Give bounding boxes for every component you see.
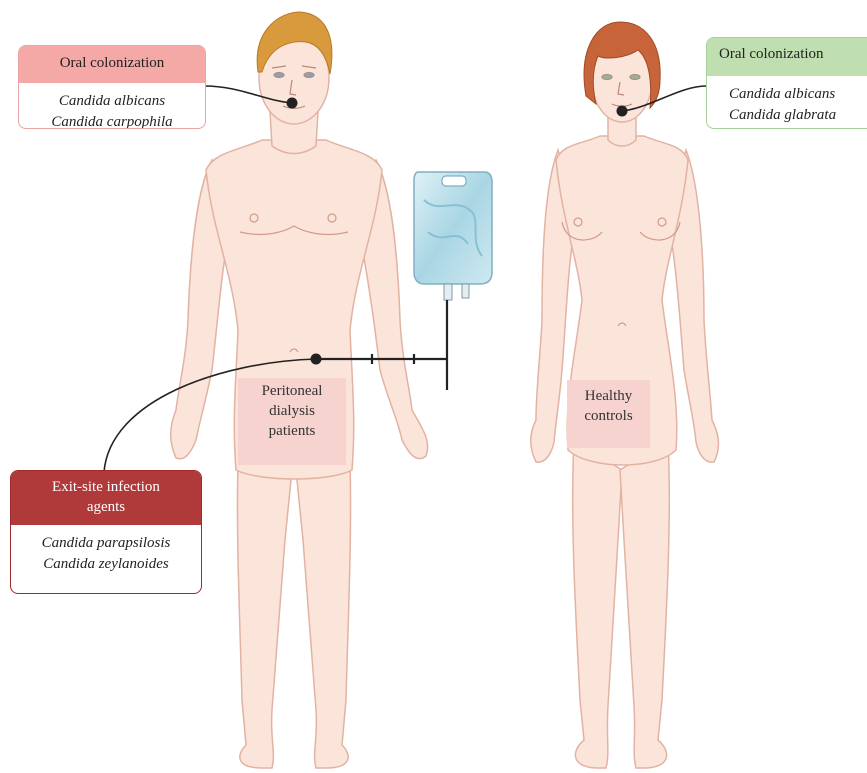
hc-oral-colonization-title: Oral colonization: [707, 38, 867, 76]
group-label-line: controls: [567, 406, 650, 426]
female-mouth-marker: [617, 106, 628, 117]
group-label-healthy-controls: Healthy controls: [567, 380, 650, 448]
exit-site-title-line: Exit-site infection: [17, 477, 195, 497]
exit-site-species: Candida parapsilosis: [17, 533, 195, 554]
exit-site-species: Candida zeylanoides: [17, 554, 195, 575]
exit-site-infection-callout: Exit-site infection agents Candida parap…: [10, 470, 202, 594]
group-label-line: Peritoneal: [238, 381, 346, 401]
pd-oral-species: Candida carpophila: [25, 112, 199, 129]
pd-oral-colonization-callout: Oral colonization Candida albicans Candi…: [18, 45, 206, 129]
pd-oral-species: Candida albicans: [25, 91, 199, 112]
dialysis-bag: [414, 172, 492, 300]
hc-oral-species: Candida glabrata: [729, 105, 867, 126]
hc-oral-species: Candida albicans: [729, 84, 867, 105]
group-label-line: Healthy: [567, 386, 650, 406]
group-label-line: patients: [238, 421, 346, 441]
exit-site-infection-title: Exit-site infection agents: [11, 471, 201, 525]
male-mouth-marker: [287, 98, 298, 109]
exit-site-marker: [311, 354, 322, 365]
pd-oral-colonization-title: Oral colonization: [19, 46, 205, 83]
group-label-peritoneal-dialysis: Peritoneal dialysis patients: [238, 378, 346, 465]
hc-oral-colonization-callout: Oral colonization Candida albicans Candi…: [706, 37, 867, 129]
exit-site-title-line: agents: [17, 497, 195, 517]
group-label-line: dialysis: [238, 401, 346, 421]
